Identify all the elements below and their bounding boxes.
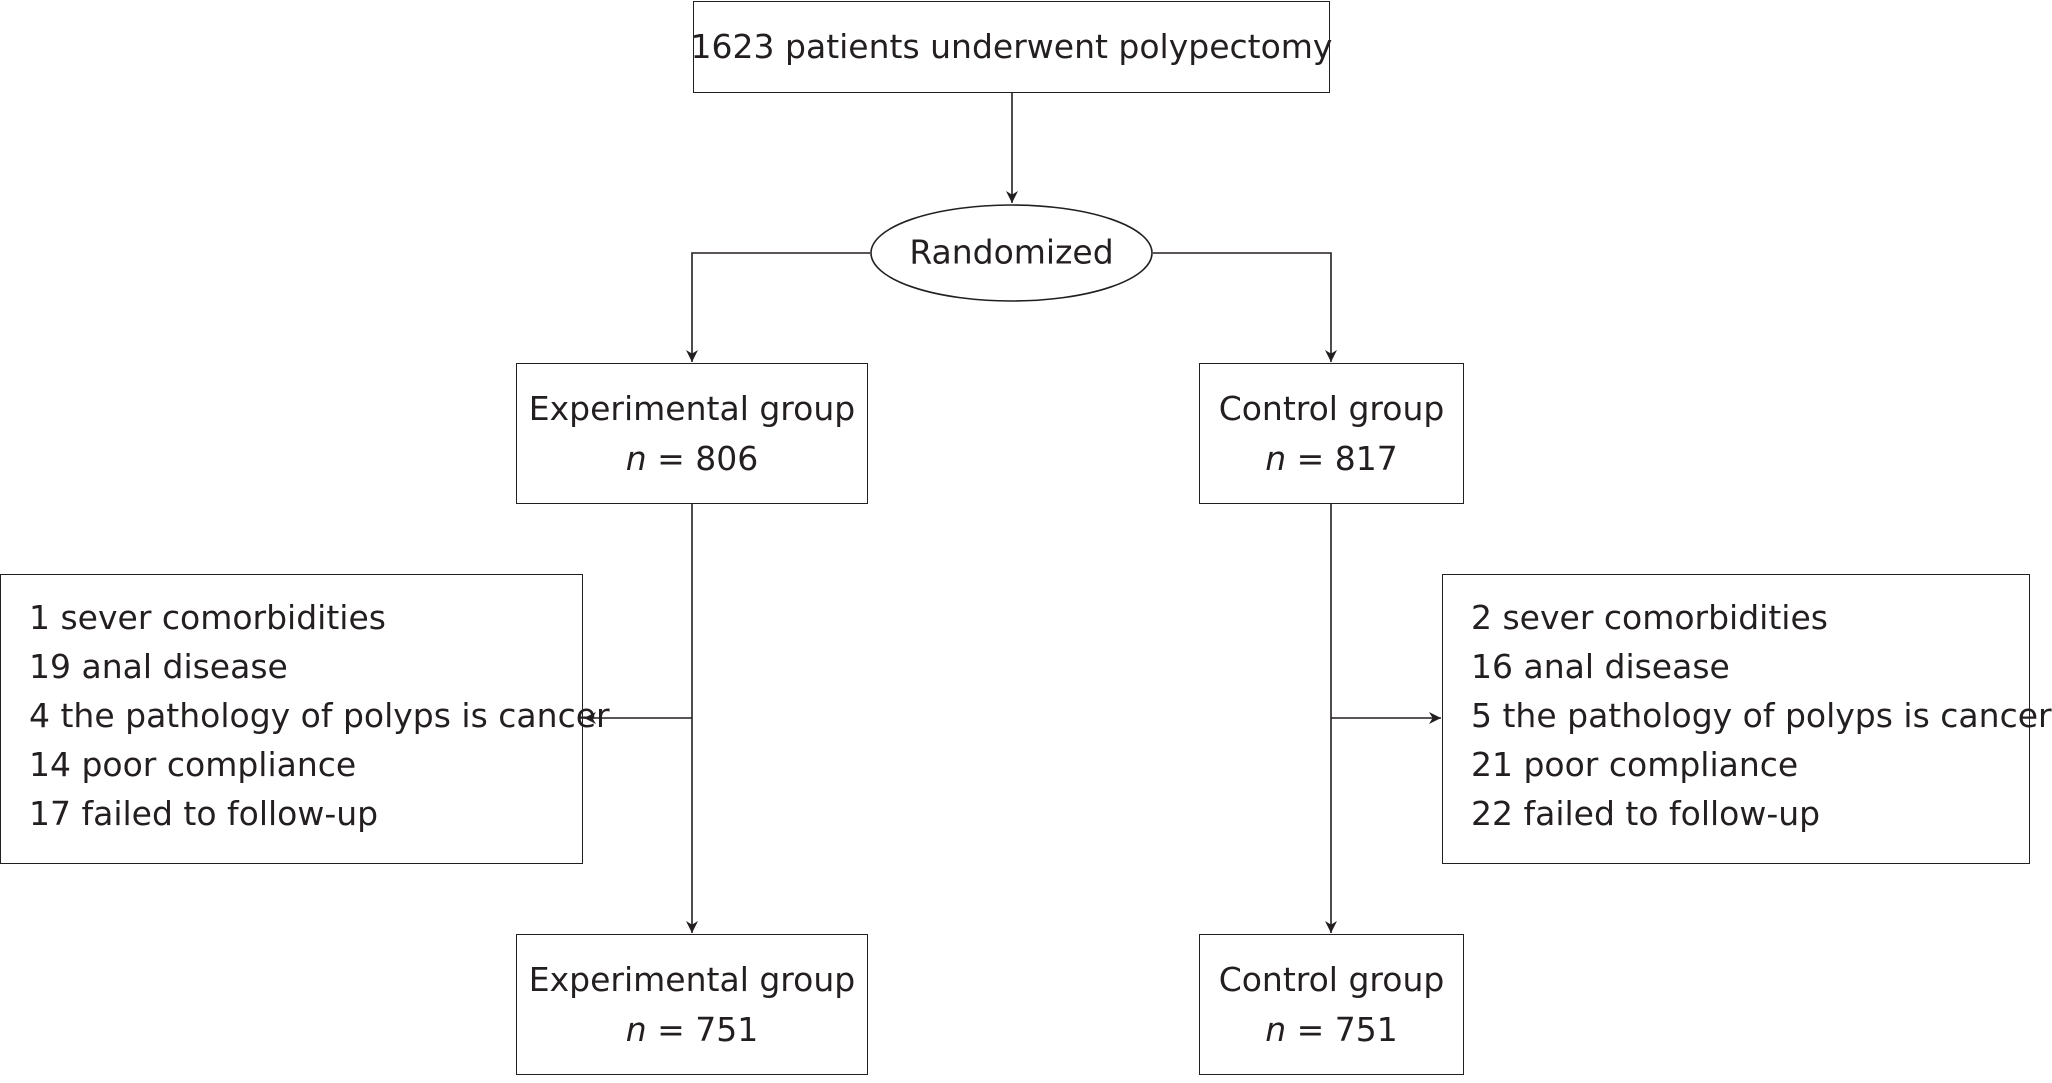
control-exclusions-box: 2 sever comorbidities 16 anal disease 5 … (1442, 574, 2052, 864)
control-group-initial-label: Control group (1218, 388, 1445, 428)
control-group-final-label: Control group (1218, 959, 1445, 999)
experimental-exclusion-item: 17 failed to follow-up (29, 794, 379, 833)
experimental-exclusion-item: 1 sever comorbidities (29, 598, 386, 637)
randomized-label: Randomized (909, 233, 1113, 272)
experimental-exclusions-list: 1 sever comorbidities 19 anal disease 4 … (29, 593, 610, 838)
experimental-exclusion-item: 19 anal disease (29, 647, 288, 686)
control-exclusion-item: 16 anal disease (1471, 647, 1730, 686)
experimental-group-initial-count: n = 806 (626, 434, 759, 484)
randomized-ellipse (870, 204, 1153, 302)
experimental-group-initial-n-value: = 806 (657, 438, 759, 478)
control-group-initial-n-value: = 817 (1296, 438, 1398, 478)
experimental-group-final-box: Experimental group n = 751 (516, 934, 868, 1075)
control-group-final-count: n = 751 (1265, 1005, 1398, 1055)
control-exclusion-item: 21 poor compliance (1471, 745, 1799, 784)
experimental-group-initial-n-symbol: n (625, 438, 647, 478)
control-exclusion-item: 5 the pathology of polyps is cancer (1471, 696, 2052, 735)
control-exclusions-list: 2 sever comorbidities 16 anal disease 5 … (1471, 593, 2052, 838)
control-group-initial-n-symbol: n (1265, 438, 1287, 478)
experimental-group-final-n-value: = 751 (657, 1009, 759, 1049)
enrollment-box: 1623 patients underwent polypectomy (690, 1, 1333, 93)
arrow-randomized-to-experimental (686, 252, 870, 362)
experimental-group-final-n-symbol: n (625, 1009, 647, 1049)
control-group-initial-box: Control group n = 817 (1199, 363, 1464, 504)
randomized-node: Randomized (870, 204, 1153, 302)
control-group-initial-count: n = 817 (1265, 434, 1398, 484)
experimental-exclusion-item: 4 the pathology of polyps is cancer (29, 696, 610, 735)
enrollment-text: 1623 patients underwent polypectomy (690, 27, 1333, 66)
experimental-exclusions-box: 1 sever comorbidities 19 anal disease 4 … (0, 574, 610, 864)
experimental-exclusion-item: 14 poor compliance (29, 745, 357, 784)
control-exclusion-item: 22 failed to follow-up (1471, 794, 1821, 833)
control-group-final-n-value: = 751 (1296, 1009, 1398, 1049)
experimental-group-final-label: Experimental group (528, 959, 856, 999)
arrow-randomized-to-control (1153, 252, 1337, 362)
control-exclusion-item: 2 sever comorbidities (1471, 598, 1828, 637)
experimental-group-initial-label: Experimental group (528, 388, 856, 428)
control-group-final-box: Control group n = 751 (1199, 934, 1464, 1075)
experimental-group-final-count: n = 751 (626, 1005, 759, 1055)
experimental-group-initial-box: Experimental group n = 806 (516, 363, 868, 504)
control-group-final-n-symbol: n (1265, 1009, 1287, 1049)
